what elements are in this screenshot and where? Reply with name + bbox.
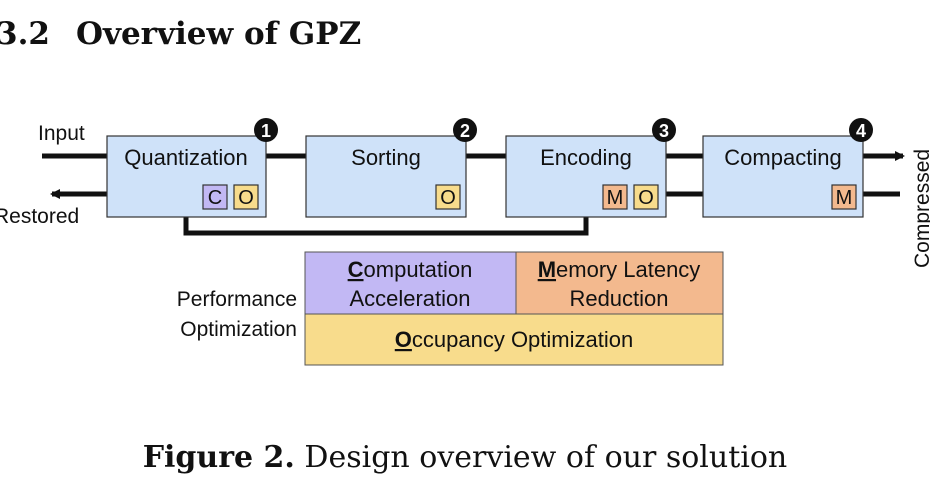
stage-label: Compacting (724, 145, 841, 170)
badge-letter: M (607, 187, 624, 209)
badge-letter: C (208, 187, 222, 209)
stage-label: Quantization (124, 145, 248, 170)
computation-line2: Acceleration (349, 286, 470, 311)
performance-optimization-legend: Performance Optimization Computation Acc… (177, 251, 724, 366)
step-number: 1 (261, 121, 271, 141)
input-label: Input (38, 122, 85, 145)
badge-occupancy (633, 184, 659, 210)
section-heading: 3.2 Overview of GPZ (0, 16, 361, 52)
design-overview-diagram: Quantization 1 C O Sorting 2 O Encoding … (0, 118, 930, 366)
feedback-loop (183, 217, 589, 236)
step-number: 4 (856, 121, 866, 141)
figure-caption: Figure 2. Design overview of our solutio… (0, 440, 930, 475)
stage-compacting: Compacting 4 M (702, 118, 873, 218)
badge-memory (831, 184, 857, 210)
occupancy-line: Occupancy Optimization (395, 327, 633, 352)
stage-sorting: Sorting 2 O (305, 118, 477, 218)
badge-letter: M (836, 187, 853, 209)
computation-acceleration-cell (304, 251, 517, 315)
badge-occupancy (435, 184, 461, 210)
flow-lines (42, 151, 905, 236)
memory-initial: M (538, 257, 556, 282)
occupancy-initial: O (395, 327, 412, 352)
memory-line2: Reduction (569, 286, 668, 311)
computation-rest: omputation (364, 257, 473, 282)
badge-letter: O (440, 187, 456, 209)
step-number-badge (254, 118, 278, 142)
step-number-badge (652, 118, 676, 142)
step-number: 2 (460, 121, 470, 141)
legend-label-line1: Performance (177, 288, 297, 311)
occupancy-optimization-cell (304, 313, 724, 366)
step-number: 3 (659, 121, 669, 141)
badge-computation (202, 184, 228, 210)
stage-quantization: Quantization 1 C O (106, 118, 278, 218)
memory-line1: Memory Latency (538, 257, 701, 282)
section-title: Overview of GPZ (75, 16, 362, 52)
restored-label: Restored (0, 205, 79, 228)
badge-occupancy (233, 184, 259, 210)
legend-label-line2: Optimization (180, 318, 297, 341)
badge-letter: O (238, 187, 254, 209)
caption-label: Figure 2. (142, 440, 295, 475)
caption-text: Design overview of our solution (294, 440, 788, 475)
computation-line1: Computation (348, 257, 473, 282)
occupancy-rest: ccupancy Optimization (412, 327, 633, 352)
section-number: 3.2 (0, 16, 50, 52)
badge-letter: O (638, 187, 654, 209)
badge-memory (602, 184, 628, 210)
stage-label: Encoding (540, 145, 632, 170)
stage-encoding: Encoding 3 M O (505, 118, 676, 218)
step-number-badge (849, 118, 873, 142)
memory-latency-reduction-cell (515, 251, 724, 315)
step-number-badge (453, 118, 477, 142)
memory-rest: emory Latency (556, 257, 700, 282)
stage-label: Sorting (351, 145, 421, 170)
compressed-label: Compressed (911, 149, 930, 268)
computation-initial: C (348, 257, 364, 282)
